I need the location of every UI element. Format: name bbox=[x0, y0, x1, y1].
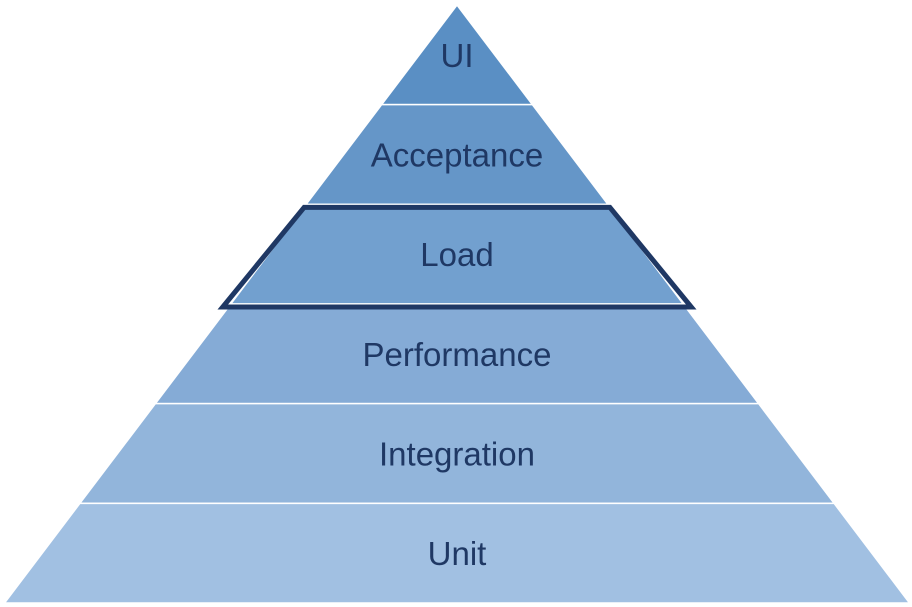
pyramid-layers bbox=[3, 4, 911, 604]
layer-label-performance: Performance bbox=[363, 336, 552, 373]
layer-label-unit: Unit bbox=[428, 535, 487, 572]
pyramid-layer-unit bbox=[3, 502, 911, 604]
pyramid-labels: UI AcceptanceLoadPerformanceIntegrationUn… bbox=[363, 37, 552, 572]
highlight-group bbox=[217, 204, 697, 310]
layer-label-integration: Integration bbox=[379, 436, 535, 473]
layer-label-acceptance: Acceptance bbox=[371, 137, 543, 174]
highlight-outline-load bbox=[217, 204, 697, 310]
layer-label-load: Load bbox=[420, 236, 493, 273]
layer-label-ui: UI bbox=[441, 37, 474, 74]
